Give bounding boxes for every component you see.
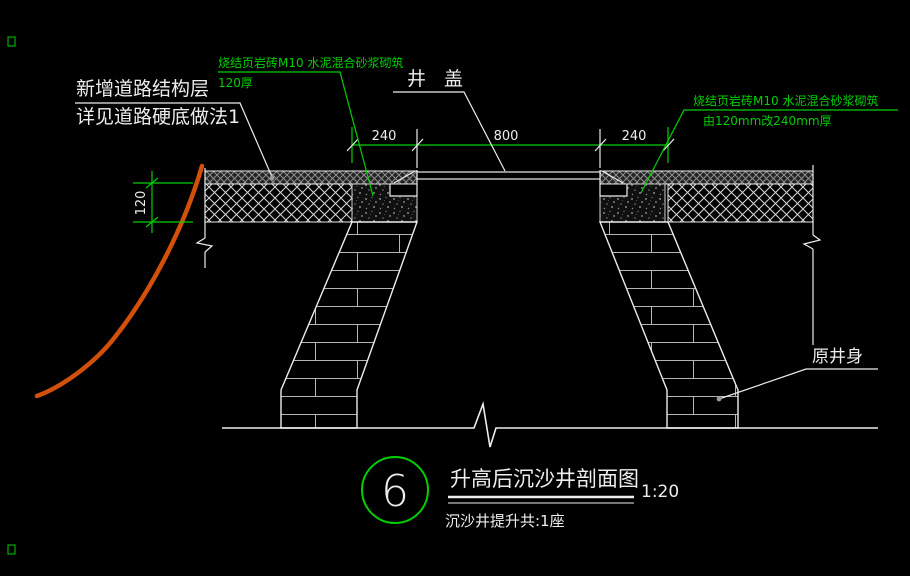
dimension-ticks <box>145 177 159 228</box>
dim-800-middle: 800 <box>494 129 519 144</box>
masonry-note-right: 烧结页岩砖M10 水泥混合砂浆砌筑 由120mm改240mm厚 <box>640 93 898 194</box>
road-structure-layer-right <box>667 183 814 223</box>
vertical-dimension-120: 120 <box>133 171 193 233</box>
well-cover-note: 井 盖 <box>393 68 506 172</box>
well-cover-slab <box>416 171 601 180</box>
leader-dot <box>716 396 722 402</box>
detail-number: 6 <box>381 466 409 517</box>
dimension-ticks <box>346 138 675 152</box>
dim-240-right: 240 <box>622 129 647 144</box>
surface-course-right <box>599 170 814 185</box>
masonry-note-left: 烧结页岩砖M10 水泥混合砂浆砌筑 120厚 <box>218 55 403 197</box>
drawing-scale: 1:20 <box>641 482 679 502</box>
surface-course-left <box>204 170 418 185</box>
cover-frame-slash-left <box>393 170 416 184</box>
masonry-left-leader <box>218 71 374 197</box>
cover-frame-seat-left <box>389 170 418 197</box>
original-well-leader <box>718 368 878 400</box>
section-structure <box>195 165 878 448</box>
break-mark-right <box>802 234 822 250</box>
road-structure-note: 新增道路结构层 详见道路硬底做法1 <box>75 78 275 181</box>
cover-frame-slash-right <box>601 170 624 184</box>
viewport-marker-bottom <box>7 544 16 555</box>
well-cover-leader <box>393 91 506 172</box>
original-well-note: 原井身 <box>716 347 878 402</box>
title-block: 6 升高后沉沙井剖面图 1:20 沉沙井提升共:1座 <box>361 456 679 530</box>
dim-120: 120 <box>134 191 149 216</box>
masonry-left-line2: 120厚 <box>218 76 253 90</box>
detail-number-circle <box>361 456 429 524</box>
masonry-right-leader <box>640 109 898 194</box>
dim-240-left: 240 <box>372 129 397 144</box>
masonry-right-line1: 烧结页岩砖M10 水泥混合砂浆砌筑 <box>693 93 878 108</box>
break-mark-left <box>195 237 214 253</box>
road-structure-layer-left <box>204 183 353 223</box>
horizontal-dimension: 240 800 240 <box>346 127 675 168</box>
highlight-curve <box>34 163 205 399</box>
leader-dot <box>269 175 275 181</box>
cover-frame-seat-right <box>599 170 628 197</box>
original-well-label: 原井身 <box>812 347 863 367</box>
drawing-title: 升高后沉沙井剖面图 <box>450 467 639 491</box>
road-note-line2: 详见道路硬底做法1 <box>76 106 240 128</box>
masonry-right-line2: 由120mm改240mm厚 <box>703 114 832 128</box>
viewport-marker-top <box>7 36 16 47</box>
original-well-top-line <box>222 400 878 448</box>
road-note-leader <box>75 102 273 178</box>
road-note-line1: 新增道路结构层 <box>76 78 209 100</box>
count-note: 沉沙井提升共:1座 <box>445 512 565 530</box>
masonry-left-line1: 烧结页岩砖M10 水泥混合砂浆砌筑 <box>218 55 403 70</box>
well-cover-label: 井 盖 <box>407 68 469 90</box>
